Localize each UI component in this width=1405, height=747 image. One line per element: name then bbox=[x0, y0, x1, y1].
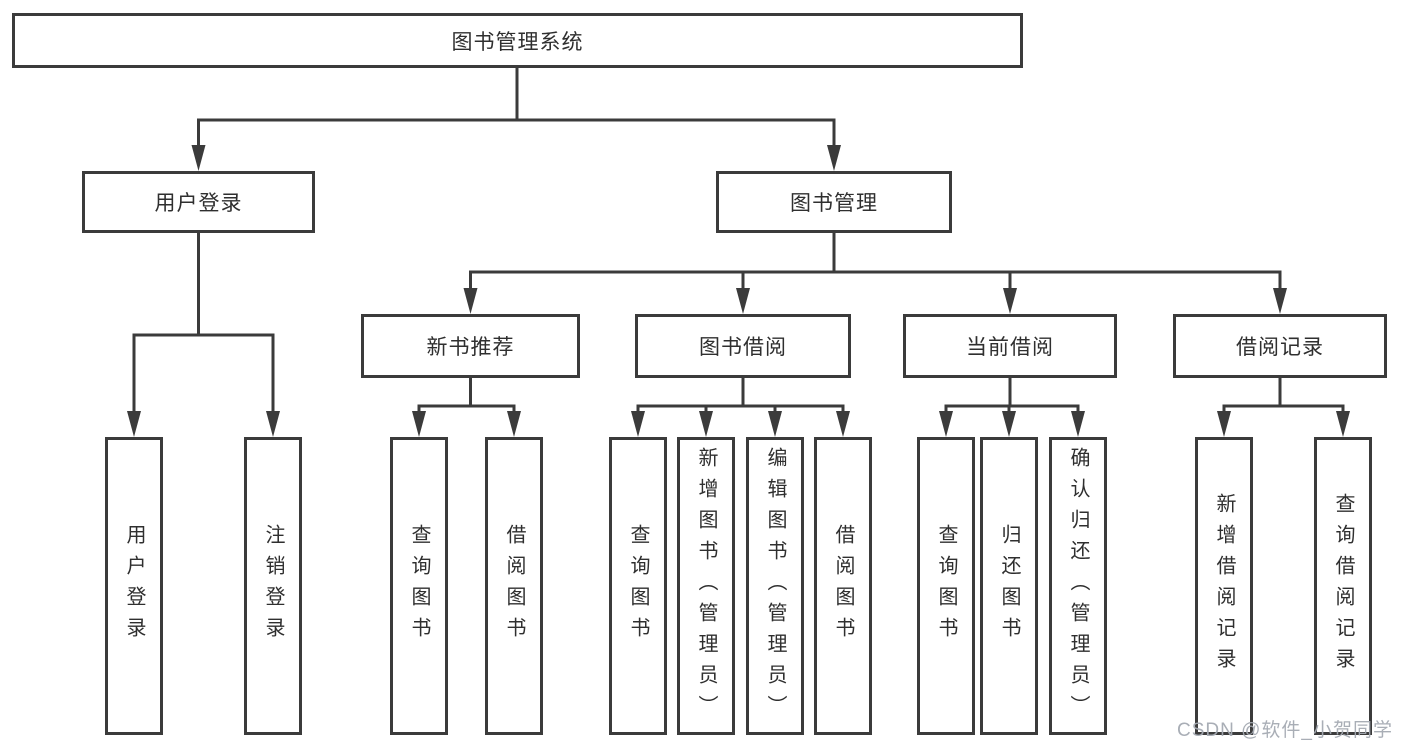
leaf-cb-query-book-label: 查询图书 bbox=[935, 524, 957, 648]
leaf-bb-borrow-book-label: 借阅图书 bbox=[832, 524, 854, 648]
leaf-rec-borrow-book: 借阅图书 bbox=[485, 437, 543, 735]
leaf-br-query-record: 查询借阅记录 bbox=[1314, 437, 1372, 735]
node-borrow-record-label: 借阅记录 bbox=[1236, 336, 1324, 359]
leaf-rec-query-book: 查询图书 bbox=[390, 437, 448, 735]
node-book-mgmt-label: 图书管理 bbox=[790, 192, 878, 215]
node-book-borrow-label: 图书借阅 bbox=[699, 336, 787, 359]
leaf-br-add-record: 新增借阅记录 bbox=[1195, 437, 1253, 735]
leaf-user-login: 用户登录 bbox=[105, 437, 163, 735]
leaf-logout-label: 注销登录 bbox=[262, 524, 284, 648]
leaf-bb-query-book-label: 查询图书 bbox=[627, 524, 649, 648]
node-user-login-label: 用户登录 bbox=[154, 192, 243, 215]
node-borrow-record: 借阅记录 bbox=[1173, 314, 1387, 378]
leaf-user-login-label: 用户登录 bbox=[123, 524, 145, 648]
leaf-br-add-record-label: 新增借阅记录 bbox=[1213, 493, 1235, 679]
leaf-cb-return-book: 归还图书 bbox=[980, 437, 1038, 735]
leaf-bb-query-book: 查询图书 bbox=[609, 437, 667, 735]
leaf-cb-return-book-label: 归还图书 bbox=[998, 524, 1020, 648]
leaf-cb-query-book: 查询图书 bbox=[917, 437, 975, 735]
leaf-rec-query-book-label: 查询图书 bbox=[408, 524, 430, 648]
leaf-rec-borrow-book-label: 借阅图书 bbox=[503, 524, 525, 648]
node-book-mgmt: 图书管理 bbox=[716, 171, 952, 233]
node-new-book-rec-label: 新书推荐 bbox=[426, 336, 515, 359]
leaf-bb-edit-book-label: 编辑图书（管理员） bbox=[764, 446, 786, 726]
watermark: CSDN @软件_小贺同学 bbox=[1177, 720, 1393, 741]
node-current-borrow-label: 当前借阅 bbox=[966, 336, 1054, 359]
node-current-borrow: 当前借阅 bbox=[903, 314, 1117, 378]
leaf-bb-borrow-book: 借阅图书 bbox=[814, 437, 872, 735]
leaf-br-query-record-label: 查询借阅记录 bbox=[1332, 493, 1354, 679]
leaf-logout: 注销登录 bbox=[244, 437, 302, 735]
node-root-label: 图书管理系统 bbox=[451, 30, 584, 54]
leaf-cb-confirm-return: 确认归还（管理员） bbox=[1049, 437, 1107, 735]
node-book-borrow: 图书借阅 bbox=[635, 314, 851, 378]
leaf-bb-add-book: 新增图书（管理员） bbox=[677, 437, 735, 735]
node-new-book-rec: 新书推荐 bbox=[361, 314, 580, 378]
leaf-cb-confirm-return-label: 确认归还（管理员） bbox=[1067, 446, 1089, 726]
leaf-bb-edit-book: 编辑图书（管理员） bbox=[746, 437, 804, 735]
node-root: 图书管理系统 bbox=[12, 13, 1023, 68]
leaf-bb-add-book-label: 新增图书（管理员） bbox=[695, 446, 717, 726]
node-user-login: 用户登录 bbox=[82, 171, 315, 233]
